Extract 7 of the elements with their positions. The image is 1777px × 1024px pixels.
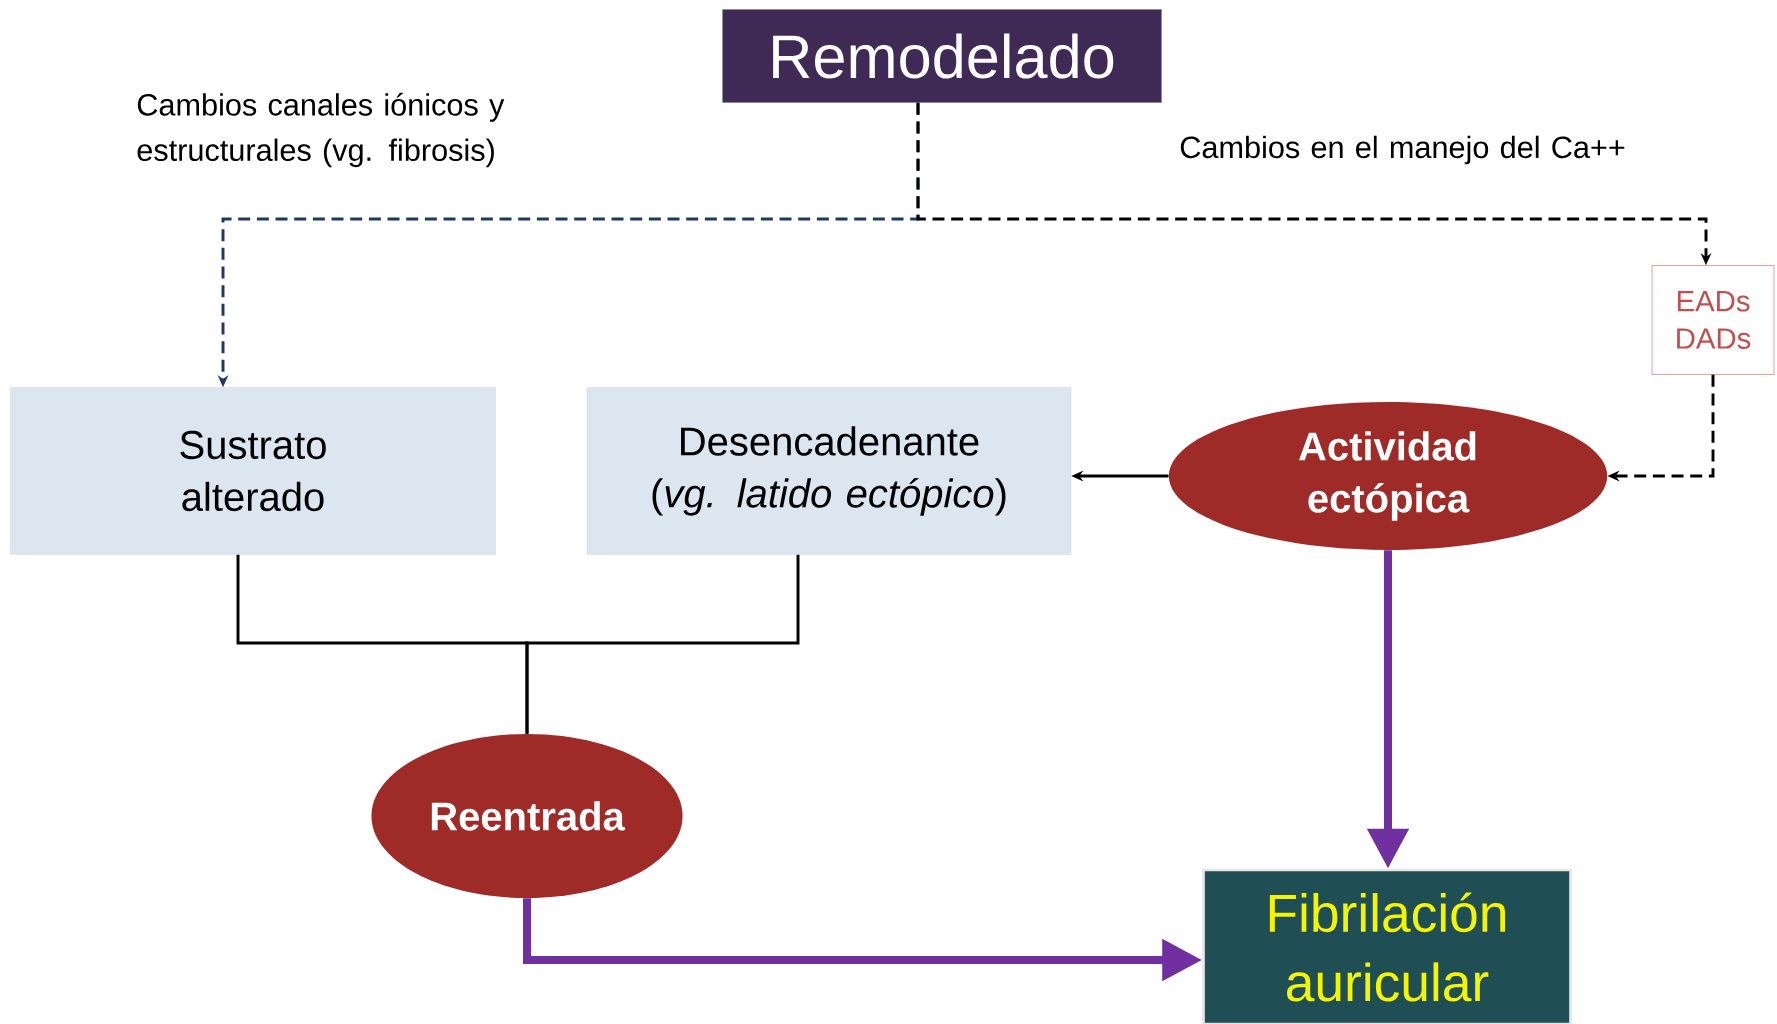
- process-box: Sustrato alterado: [10, 387, 496, 555]
- label-box: EADs DADs: [1651, 265, 1775, 375]
- result-box: Fibrilación auricular: [1202, 868, 1572, 1024]
- annotation-text: Cambios canales iónicos y estructurales (vg. fibrosis): [137, 92, 505, 168]
- annotation-text: Cambios en el manejo del Ca++: [1180, 135, 1625, 165]
- title-box: Remodelado: [722, 9, 1162, 103]
- process-box: Desencadenante (vg. latido ectópico): [586, 387, 1072, 555]
